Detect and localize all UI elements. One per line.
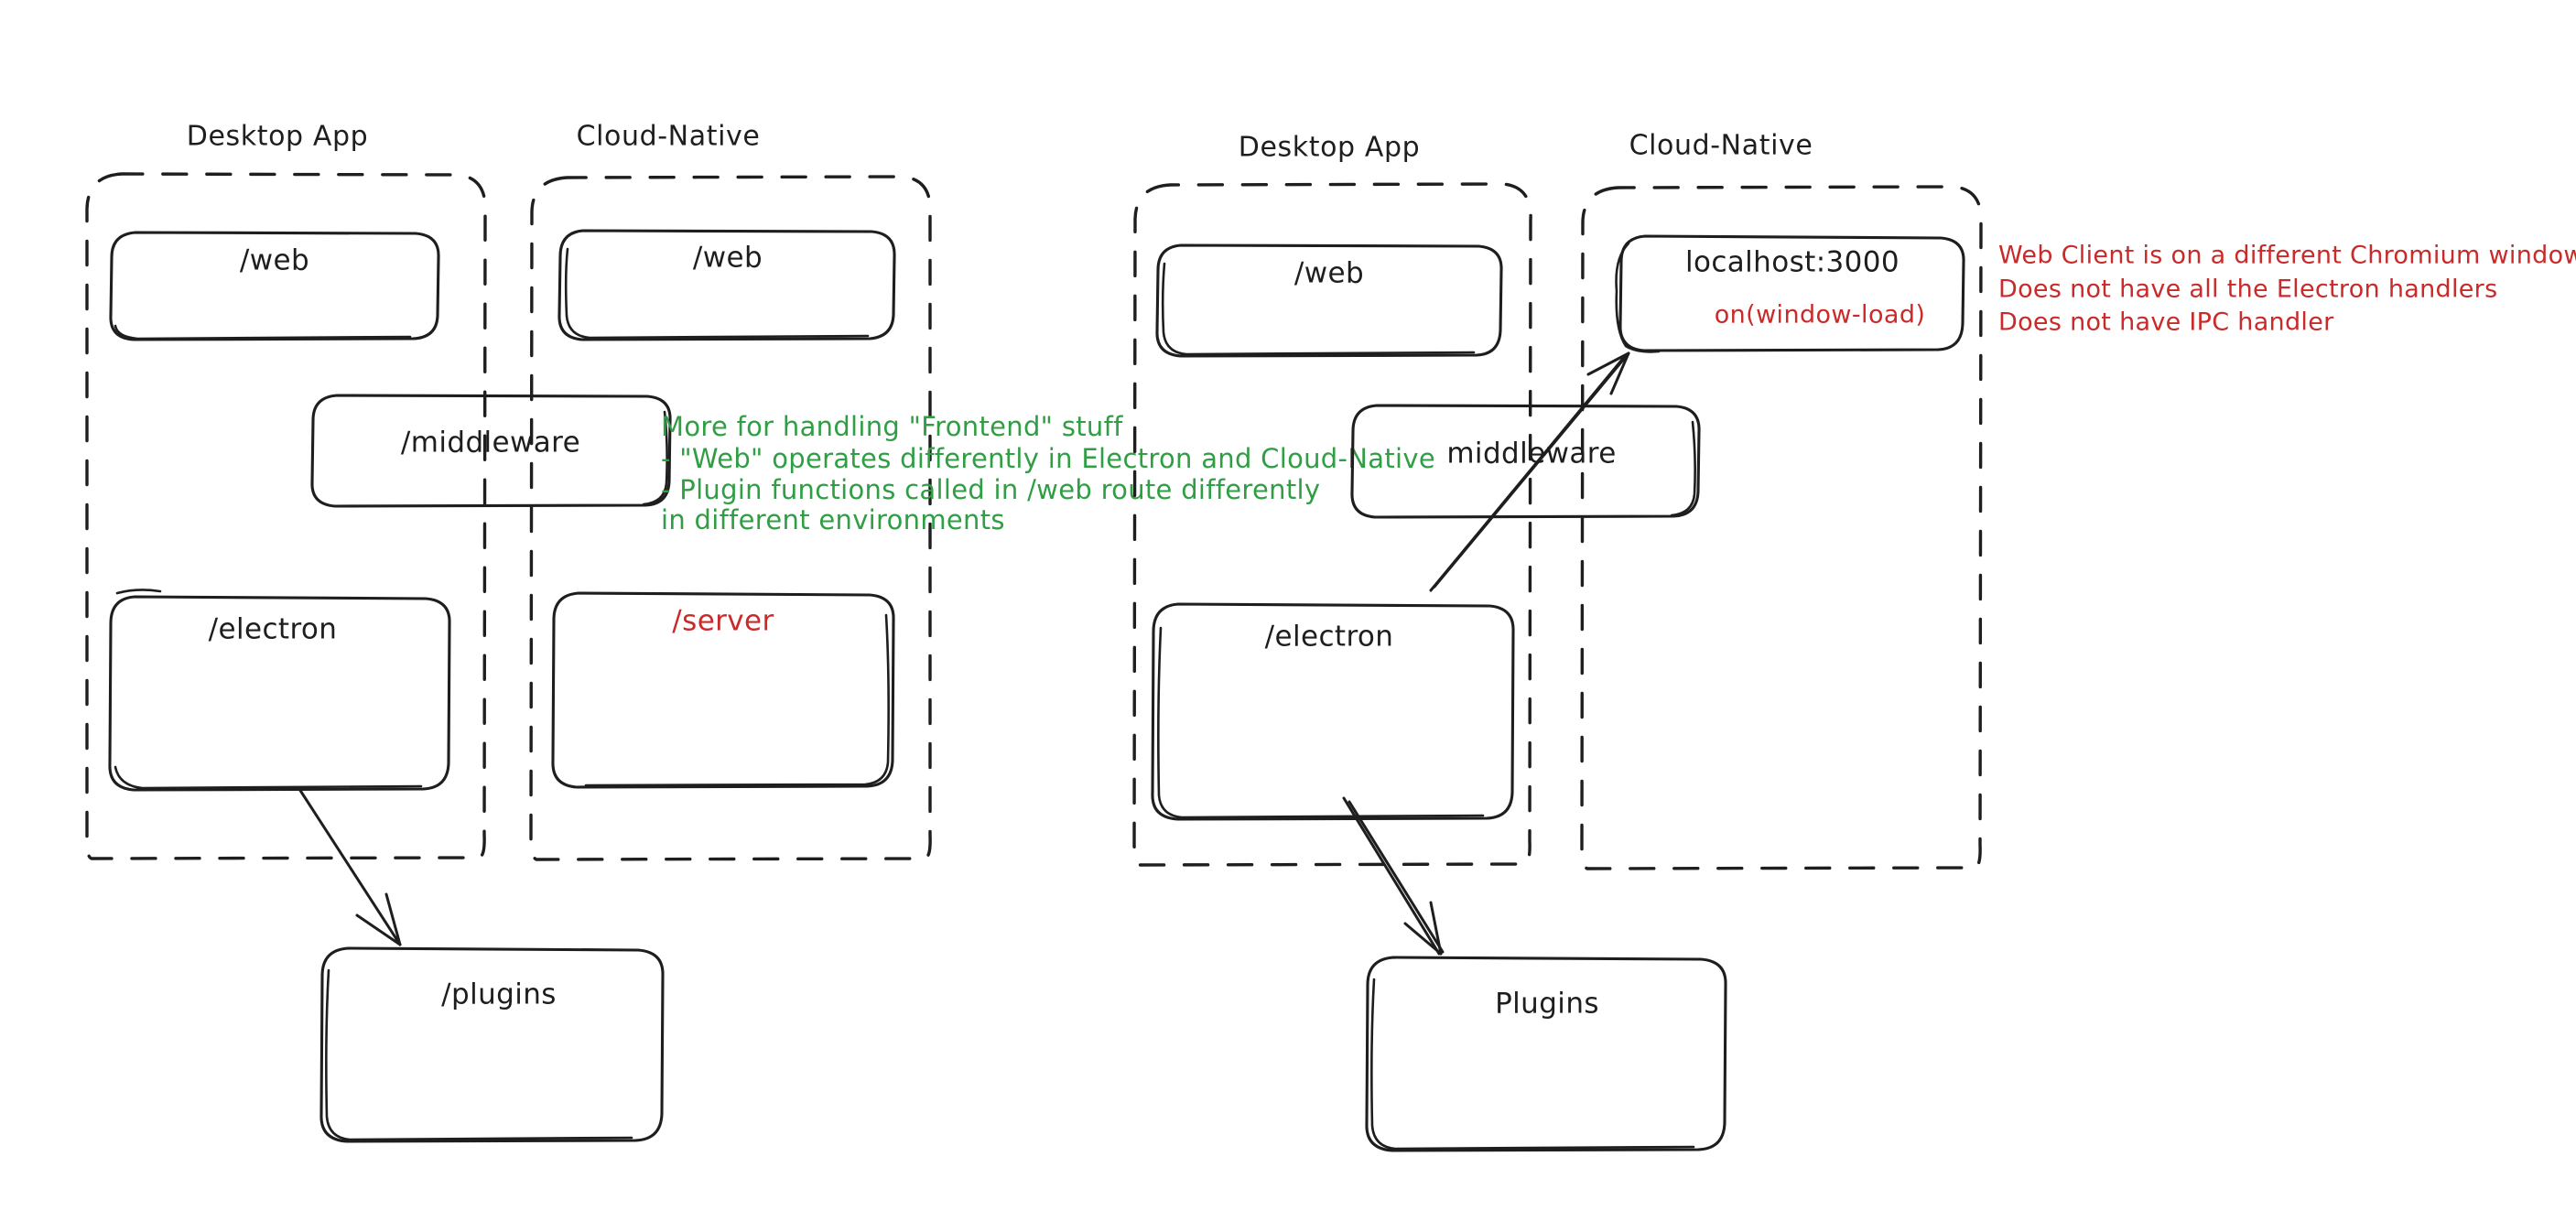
- right-middleware-box-accent: [1670, 420, 1696, 517]
- left-cloud-native-group[interactable]: Cloud-Native: [529, 121, 932, 861]
- right-cloud-native-label: Cloud-Native: [1629, 130, 1813, 162]
- arrow-right-electron-to-plugins-head-a: [1403, 922, 1443, 956]
- green-note: More for handling "Frontend" stuff - "We…: [661, 411, 1435, 535]
- right-electron-label: /electron: [1265, 621, 1394, 654]
- right-cloud-native-group[interactable]: Cloud-Native: [1580, 130, 1983, 870]
- right-middleware-label: middleware: [1446, 438, 1616, 470]
- red-note-line-2: Does not have all the Electron handlers: [1998, 276, 2497, 304]
- right-electron-node[interactable]: /electron: [1151, 602, 1515, 821]
- left-electron-box-accent-top: [115, 589, 162, 595]
- arrow-right-electron-to-localhost: [1429, 351, 1630, 592]
- left-plugins-label: /plugins: [441, 978, 557, 1011]
- left-middleware-node[interactable]: /middleware: [310, 394, 672, 508]
- arrow-right-electron-to-localhost-head-a: [1586, 351, 1630, 376]
- left-middleware-label: /middleware: [401, 427, 580, 459]
- arrow-right-electron-to-plugins-line: [1342, 796, 1441, 956]
- right-localhost-node[interactable]: localhost:3000 on(window-load): [1615, 234, 1965, 353]
- left-desktop-web-node[interactable]: /web: [109, 231, 440, 341]
- left-server-label: /server: [672, 605, 774, 638]
- arrow-left-electron-to-plugins-line: [298, 787, 402, 946]
- left-plugins-box: [319, 946, 665, 1143]
- left-desktop-web-box: [109, 231, 440, 341]
- right-desktop-web-box: [1155, 243, 1503, 358]
- left-electron-box-accent-bottom: [114, 765, 423, 790]
- left-desktop-web-label: /web: [240, 244, 309, 277]
- left-desktop-app-group[interactable]: Desktop App: [85, 121, 487, 860]
- left-electron-node[interactable]: /electron: [108, 589, 451, 792]
- right-desktop-app-boundary: [1132, 182, 1532, 867]
- left-cloud-web-box: [557, 229, 896, 341]
- green-note-line-4: in different environments: [661, 504, 1005, 535]
- right-plugins-box-accent: [1370, 978, 1695, 1151]
- arrow-left-electron-to-plugins: [298, 787, 402, 946]
- left-server-box-accent: [584, 613, 890, 787]
- right-localhost-sublabel: on(window-load): [1715, 301, 1926, 330]
- green-note-line-2: - "Web" operates differently in Electron…: [661, 443, 1435, 474]
- arrow-right-electron-to-plugins-head-b: [1429, 901, 1443, 956]
- right-desktop-web-node[interactable]: /web: [1155, 243, 1503, 358]
- left-cloud-native-boundary: [529, 175, 932, 861]
- arrow-right-electron-to-localhost-head-b: [1609, 351, 1630, 395]
- left-cloud-web-node[interactable]: /web: [557, 229, 896, 341]
- arrow-left-electron-to-plugins-head-a: [355, 913, 402, 946]
- red-note-line-3: Does not have IPC handler: [1998, 308, 2334, 337]
- arrow-right-electron-to-plugins: [1342, 796, 1445, 956]
- left-middleware-box-accent: [642, 410, 668, 506]
- left-electron-label: /electron: [209, 613, 338, 646]
- arrow-right-electron-to-localhost-line2: [1429, 353, 1628, 592]
- right-plugins-box: [1365, 956, 1727, 1152]
- right-plugins-node[interactable]: Plugins: [1365, 956, 1727, 1152]
- right-desktop-web-box-accent: [1161, 262, 1476, 356]
- right-middleware-node[interactable]: middleware: [1350, 404, 1701, 519]
- right-cloud-native-boundary: [1580, 185, 1983, 870]
- left-desktop-app-label: Desktop App: [187, 121, 368, 153]
- left-cloud-web-label: /web: [693, 242, 763, 275]
- red-note: Web Client is on a different Chromium wi…: [1998, 242, 2576, 337]
- arrow-right-electron-to-plugins-line2: [1348, 800, 1445, 954]
- right-plugins-label: Plugins: [1495, 988, 1599, 1021]
- green-note-line-3: - Plugin functions called in /web route …: [661, 474, 1320, 505]
- left-plugins-node[interactable]: /plugins: [319, 946, 665, 1143]
- right-localhost-box-accent: [1615, 242, 1661, 353]
- right-electron-box-accent: [1157, 626, 1485, 819]
- right-desktop-app-label: Desktop App: [1239, 132, 1420, 164]
- left-plugins-box-accent: [325, 968, 633, 1141]
- right-electron-box: [1151, 602, 1515, 821]
- arrow-left-electron-to-plugins-head-b: [384, 892, 402, 946]
- left-cloud-native-label: Cloud-Native: [577, 121, 761, 153]
- red-note-line-1: Web Client is on a different Chromium wi…: [1998, 242, 2576, 270]
- left-desktop-web-box-accent: [114, 324, 412, 340]
- left-desktop-app-boundary: [85, 172, 487, 860]
- right-localhost-label: localhost:3000: [1685, 246, 1900, 279]
- green-note-line-1: More for handling "Frontend" stuff: [661, 411, 1123, 442]
- left-server-node[interactable]: /server: [551, 591, 895, 789]
- right-desktop-web-label: /web: [1294, 257, 1364, 290]
- left-server-box: [551, 591, 895, 789]
- right-desktop-app-group[interactable]: Desktop App: [1132, 132, 1532, 867]
- left-cloud-web-box-accent: [564, 247, 870, 340]
- left-electron-box: [108, 595, 451, 792]
